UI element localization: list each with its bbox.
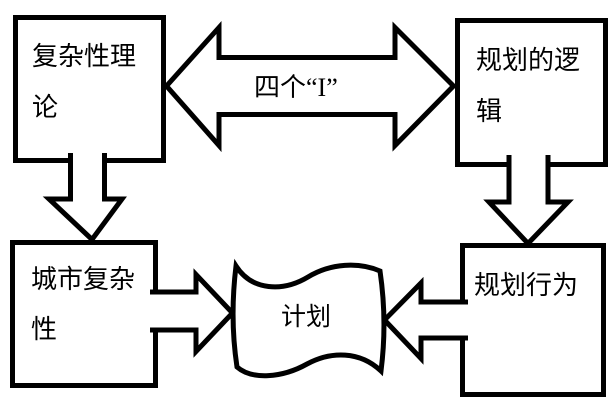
label-logic-of-planning-line2: 辑 xyxy=(476,97,503,126)
label-urban-complexity-line2: 性 xyxy=(31,315,58,344)
label-planning-behavior: 规划行为 xyxy=(474,271,579,300)
label-four-i: 四个“I” xyxy=(254,73,338,102)
box-logic-of-planning xyxy=(455,18,608,167)
box-urban-complexity xyxy=(10,240,158,388)
box-planning-behavior xyxy=(460,243,606,397)
label-complexity-theory-line1: 复杂性理 xyxy=(32,42,137,71)
box-complexity-theory xyxy=(13,15,166,163)
down-arrow-right xyxy=(483,155,574,248)
down-arrow-left xyxy=(42,153,127,244)
double-arrow-four-i xyxy=(163,20,458,153)
left-arrow-to-plan xyxy=(381,276,468,365)
wave-plan-shape xyxy=(230,258,387,379)
label-urban-complexity-line1: 城市复杂 xyxy=(31,265,136,294)
label-complexity-theory-line2: 论 xyxy=(32,93,59,122)
label-logic-of-planning-line1: 规划的逻 xyxy=(476,46,581,75)
right-arrow-to-plan xyxy=(150,268,236,358)
label-plan: 计划 xyxy=(281,304,332,331)
